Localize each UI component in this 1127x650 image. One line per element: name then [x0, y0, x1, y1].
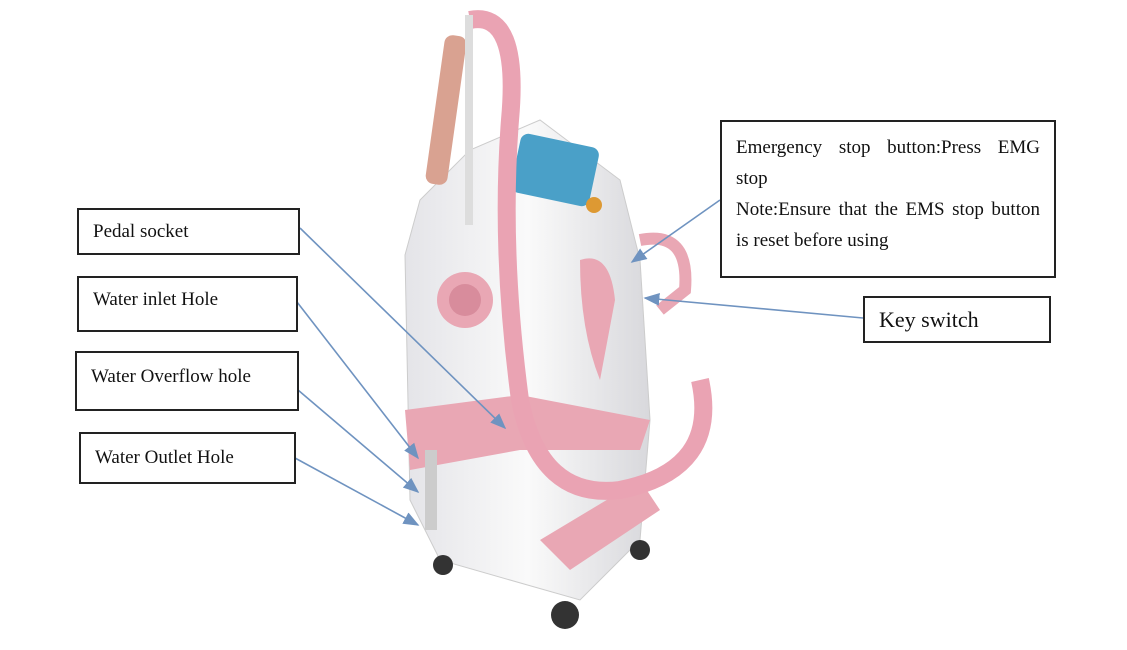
callout-emergency-stop: Emergency stop button:Press EMG stop Not… — [720, 120, 1056, 278]
callout-text: Water Outlet Hole — [95, 447, 234, 468]
callout-text: Key switch — [879, 307, 979, 332]
arrow-water-overflow — [297, 389, 420, 494]
callout-pedal-socket: Pedal socket — [77, 208, 300, 255]
callout-text: Water Overflow hole — [91, 366, 251, 387]
arrow-key-switch — [643, 292, 864, 319]
callout-key-switch: Key switch — [863, 296, 1051, 343]
callout-text: Pedal socket — [93, 221, 189, 242]
callout-note: Note:Ensure that the EMS stop button is … — [736, 199, 1040, 251]
callout-water-outlet: Water Outlet Hole — [79, 432, 296, 484]
callout-text: Emergency stop button:Press EMG stop — [736, 137, 1040, 189]
arrow-pedal-socket — [299, 227, 507, 430]
callout-text: Water inlet Hole — [93, 289, 219, 310]
callout-water-overflow: Water Overflow hole — [75, 351, 299, 411]
machine-body — [404, 10, 713, 629]
callout-water-inlet: Water inlet Hole — [77, 276, 298, 332]
arrow-water-outlet — [294, 457, 420, 526]
arrow-water-inlet — [296, 301, 419, 460]
arrow-emergency-stop — [630, 199, 721, 263]
